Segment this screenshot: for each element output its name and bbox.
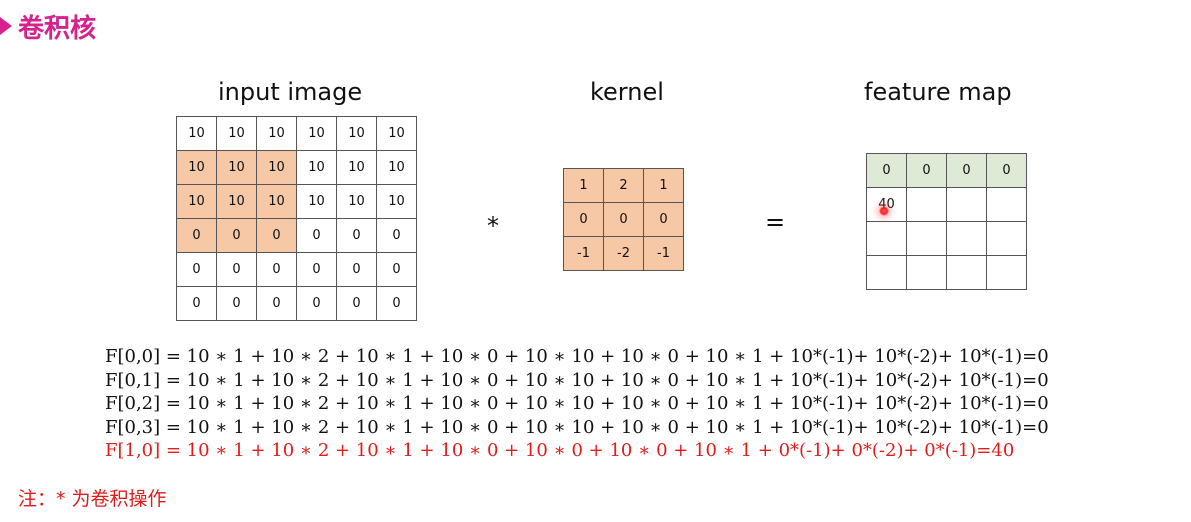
feature-map-cell <box>946 255 987 290</box>
formula-line: F[1,0] = 10 ∗ 1 + 10 ∗ 2 + 10 ∗ 1 + 10 ∗… <box>105 440 1015 461</box>
input-image-cell: 10 <box>216 184 257 219</box>
feature-map-cell <box>866 255 907 290</box>
feature-map-cell <box>986 221 1027 256</box>
input-image-cell: 0 <box>256 218 297 253</box>
feature-map-row <box>866 255 1027 290</box>
input-image-cell: 10 <box>336 150 377 185</box>
feature-map-cell: 0 <box>866 153 907 188</box>
input-image-cell: 10 <box>176 150 217 185</box>
input-image-cell: 0 <box>176 218 217 253</box>
formula-line: F[0,2] = 10 ∗ 1 + 10 ∗ 2 + 10 ∗ 1 + 10 ∗… <box>105 393 1049 414</box>
feature-map-cell <box>906 187 947 222</box>
formula-line: F[0,0] = 10 ∗ 1 + 10 ∗ 2 + 10 ∗ 1 + 10 ∗… <box>105 346 1049 367</box>
kernel-label: kernel <box>590 78 664 106</box>
input-image-cell: 10 <box>256 184 297 219</box>
feature-map-cell: 40 <box>866 187 907 222</box>
input-image-cell: 0 <box>256 252 297 287</box>
input-image-cell: 0 <box>256 286 297 321</box>
feature-map-cell: 0 <box>946 153 987 188</box>
feature-map-cell: 0 <box>986 153 1027 188</box>
input-image-cell: 0 <box>296 218 337 253</box>
feature-map-row <box>866 221 1027 256</box>
feature-map-cell <box>986 255 1027 290</box>
kernel-cell: 1 <box>643 168 684 203</box>
input-image-cell: 0 <box>296 252 337 287</box>
input-image-cell: 0 <box>216 252 257 287</box>
input-image-cell: 10 <box>176 184 217 219</box>
feature-map-cell <box>946 221 987 256</box>
feature-map-cell <box>906 221 947 256</box>
title-text: 卷积核 <box>18 13 97 44</box>
input-image-cell: 10 <box>256 116 297 151</box>
slide-title: 卷积核 <box>0 6 96 46</box>
footnote: 注：* 为卷积操作 <box>18 488 167 510</box>
input-image-label: input image <box>218 78 363 106</box>
feature-map-cell <box>866 221 907 256</box>
input-image-cell: 0 <box>376 252 417 287</box>
input-image-cell: 0 <box>176 286 217 321</box>
input-image-cell: 10 <box>216 150 257 185</box>
input-image-cell: 0 <box>336 286 377 321</box>
input-image-cell: 10 <box>296 150 337 185</box>
convolution-operator: * <box>487 212 499 240</box>
feature-map-cell <box>906 255 947 290</box>
input-image-cell: 0 <box>296 286 337 321</box>
input-image-cell: 0 <box>376 286 417 321</box>
feature-map-label: feature map <box>864 78 1012 106</box>
kernel-cell: -1 <box>563 236 604 271</box>
formula-line: F[0,3] = 10 ∗ 1 + 10 ∗ 2 + 10 ∗ 1 + 10 ∗… <box>105 416 1049 438</box>
equals-operator: = <box>765 208 786 236</box>
input-image-cell: 0 <box>336 218 377 253</box>
input-image-cell: 10 <box>376 184 417 219</box>
kernel-row: -1-2-1 <box>563 236 684 271</box>
input-image-cell: 10 <box>296 116 337 151</box>
input-image-cell: 10 <box>376 150 417 185</box>
feature-map-cell: 0 <box>906 153 947 188</box>
formula-list: F[0,0] = 10 ∗ 1 + 10 ∗ 2 + 10 ∗ 1 + 10 ∗… <box>105 345 1049 463</box>
feature-map-cell <box>946 187 987 222</box>
kernel-cell: 0 <box>643 202 684 237</box>
kernel-cell: 2 <box>603 168 644 203</box>
input-image-cell: 0 <box>376 218 417 253</box>
input-image-cell: 0 <box>216 286 257 321</box>
kernel-cell: 1 <box>563 168 604 203</box>
input-image-cell: 10 <box>176 116 217 151</box>
triangle-bullet-icon <box>0 17 12 35</box>
formula-line: F[0,1] = 10 ∗ 1 + 10 ∗ 2 + 10 ∗ 1 + 10 ∗… <box>105 369 1049 391</box>
input-image-cell: 0 <box>176 252 217 287</box>
kernel-cell: 0 <box>563 202 604 237</box>
kernel-cell: -1 <box>643 236 684 271</box>
kernel-cell: 0 <box>603 202 644 237</box>
input-image-cell: 10 <box>336 116 377 151</box>
kernel-cell: -2 <box>603 236 644 271</box>
input-image-cell: 10 <box>296 184 337 219</box>
input-image-cell: 10 <box>336 184 377 219</box>
feature-map-cell <box>986 187 1027 222</box>
input-image-cell: 10 <box>256 150 297 185</box>
input-image-cell: 0 <box>216 218 257 253</box>
input-image-cell: 0 <box>336 252 377 287</box>
input-image-cell: 10 <box>216 116 257 151</box>
feature-map-row: 40 <box>866 187 1027 222</box>
input-image-cell: 10 <box>376 116 417 151</box>
